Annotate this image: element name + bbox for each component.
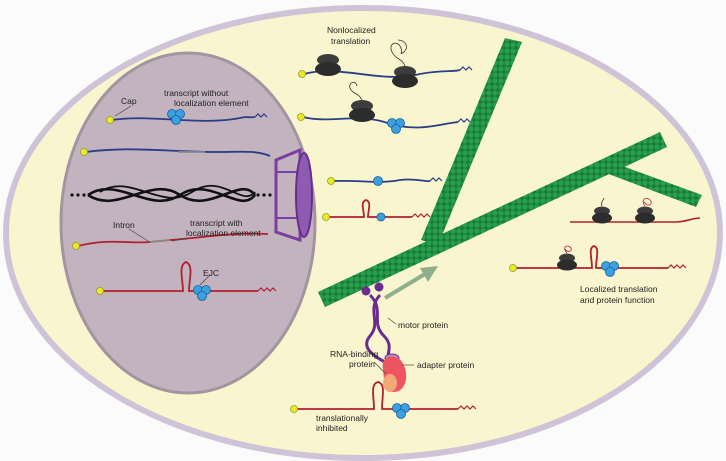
microtubule-branch — [598, 160, 702, 207]
nuclear-pre-mrna-blue — [80, 148, 271, 157]
ribosome-icon — [349, 100, 375, 122]
nuclear-spliced-transcript — [96, 261, 277, 301]
label-localized-1: Localized translation — [580, 284, 658, 294]
microtubule-vertical — [421, 38, 522, 245]
label-translationally: translationally — [316, 413, 369, 423]
label-adapter-protein: adapter protein — [417, 360, 474, 370]
cap-icon — [509, 264, 517, 272]
ejc-icon — [387, 118, 405, 134]
ribosome-icon — [557, 253, 577, 271]
nonlocalized-mrna-1 — [298, 39, 473, 88]
microtubule-network — [318, 38, 702, 307]
nuclear-pore — [274, 147, 313, 243]
localized-mrna-1 — [570, 197, 701, 224]
localized-mrna-2 — [509, 245, 687, 277]
cytoplasmic-mrna-blue — [327, 176, 443, 186]
ejc-icon — [392, 403, 410, 419]
cap-icon — [322, 213, 330, 221]
label-transcript-without-2: localization element — [174, 98, 249, 108]
ribosome-icon — [592, 206, 612, 224]
cap-icon — [96, 287, 104, 295]
label-motor-protein: motor protein — [398, 320, 448, 330]
nascent-peptide-icon — [564, 245, 572, 254]
cytoplasmic-mrna-red — [322, 199, 431, 222]
ribosome-icon — [392, 66, 418, 88]
label-rna-binding-2: protein — [349, 359, 375, 369]
rna-binding-protein — [383, 374, 397, 392]
nascent-peptide-icon — [349, 82, 363, 101]
ribosome-icon — [635, 206, 655, 224]
nascent-peptide-icon — [601, 197, 605, 207]
ejc-icon — [167, 109, 185, 125]
nonlocalized-mrna-2 — [297, 82, 471, 134]
nascent-peptide-icon — [390, 39, 407, 67]
ribosome-icon — [315, 54, 341, 76]
chromatin — [70, 184, 272, 202]
cap-icon — [297, 113, 305, 121]
label-translation: translation — [331, 36, 370, 46]
cap-icon — [290, 405, 298, 413]
nascent-peptide-icon — [642, 198, 652, 207]
label-transcript-without-1: transcript without — [164, 88, 229, 98]
label-transcript-with-2: localization element — [186, 228, 261, 238]
nuclear-transcript-with-element — [72, 232, 269, 250]
label-transcript-with-1: transcript with — [190, 218, 243, 228]
transport-direction-arrow — [383, 266, 438, 300]
label-inhibited: inhibited — [316, 423, 348, 433]
inhibited-mrna — [290, 381, 477, 419]
nuclear-transcript-without-element — [106, 109, 268, 125]
cap-icon — [298, 70, 306, 78]
cap-icon — [80, 148, 88, 156]
label-rna-binding-1: RNA-binding — [330, 349, 378, 359]
ejc-icon — [376, 212, 386, 222]
label-ejc: EJC — [203, 268, 219, 278]
nucleus — [59, 51, 317, 395]
label-nonlocalized: Nonlocalized — [327, 25, 376, 35]
ejc-icon — [601, 261, 619, 277]
microtubule-main — [318, 132, 667, 307]
ejc-icon — [373, 176, 383, 186]
cap-icon — [72, 242, 80, 250]
label-intron: Intron — [113, 220, 135, 230]
label-localized-2: and protein function — [580, 295, 655, 305]
label-cap: Cap — [121, 96, 137, 106]
ejc-icon — [193, 285, 211, 301]
cap-icon — [106, 116, 114, 124]
cap-icon — [327, 177, 335, 185]
